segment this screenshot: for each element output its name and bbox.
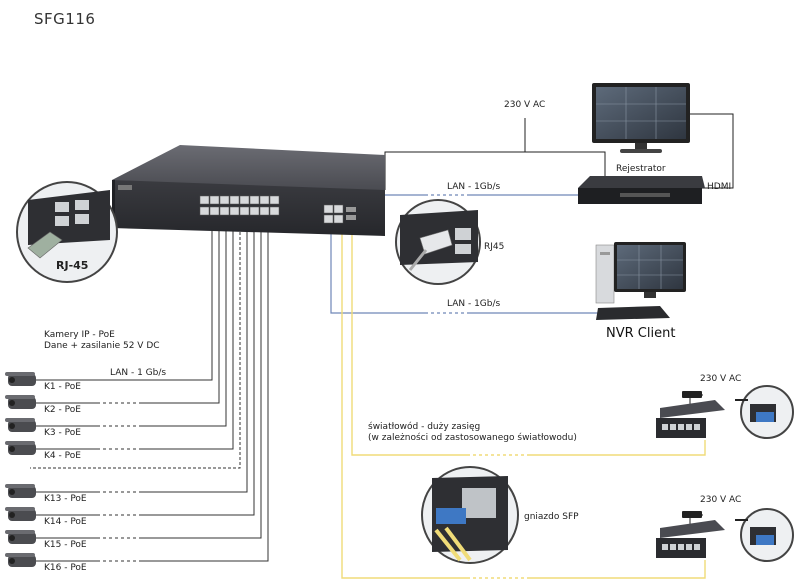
- fiber-cable-2: [341, 222, 706, 579]
- rj45-small-label: RJ45: [484, 242, 505, 252]
- camera-icon: [5, 418, 36, 432]
- fiber-label-1: światłowód - duży zasięg: [368, 422, 481, 432]
- camera-icon: [5, 553, 36, 567]
- camera-icon: [5, 484, 36, 498]
- camera-label: K15 - PoE: [44, 540, 87, 550]
- fiber-cable-1: [351, 222, 706, 456]
- lan-client-label: LAN - 1Gb/s: [447, 299, 501, 309]
- ac-switch2-label: 230 V AC: [700, 495, 742, 505]
- small-switch-1: [656, 385, 794, 439]
- rj45-zoom-small: [395, 199, 481, 285]
- lan-top-label: LAN - 1Gb/s: [447, 182, 501, 192]
- fiber-label-2: (w zależności od zastosowanego światłowo…: [368, 433, 577, 443]
- cameras-title: Kamery IP - PoE: [44, 330, 115, 340]
- camera-icon: [5, 441, 36, 455]
- main-switch: [112, 145, 385, 236]
- rj45-big-label: RJ-45: [56, 259, 89, 272]
- lan-cable-client: [330, 222, 600, 314]
- cameras-subtitle: Dane + zasilanie 52 V DC: [44, 341, 160, 351]
- camera-label: K2 - PoE: [44, 405, 81, 415]
- rj45-zoom: [16, 181, 118, 283]
- camera-label: K1 - PoE: [44, 382, 81, 392]
- camera-label: K3 - PoE: [44, 428, 81, 438]
- camera-label: K16 - PoE: [44, 563, 87, 573]
- camera-label: K4 - PoE: [44, 451, 81, 461]
- hdmi-cable: [690, 113, 734, 189]
- camera-icon: [5, 395, 36, 409]
- camera-label: K14 - PoE: [44, 517, 87, 527]
- camera-icon: [5, 507, 36, 521]
- nvr-client-pc: [595, 242, 686, 320]
- cable-layer: [30, 113, 734, 579]
- camera-icons: [5, 372, 36, 567]
- camera-icon: [5, 530, 36, 544]
- recorder-device: [578, 176, 705, 204]
- brand-logo-icon: [118, 185, 132, 190]
- page-title: SFG116: [34, 10, 96, 28]
- recorder-label: Rejestrator: [616, 164, 666, 174]
- small-switch-2: [656, 508, 794, 562]
- ac-switch1-label: 230 V AC: [700, 374, 742, 384]
- nvr-client-label: NVR Client: [606, 326, 676, 341]
- lan-cam-label: LAN - 1 Gb/s: [110, 368, 167, 378]
- camera-label: K13 - PoE: [44, 494, 87, 504]
- ac-top-label: 230 V AC: [504, 100, 546, 110]
- hdmi-label: HDMI: [707, 182, 732, 192]
- sfp-zoom: [421, 466, 519, 564]
- sfp-socket-label: gniazdo SFP: [524, 512, 579, 522]
- main-switch-ports: [199, 195, 280, 216]
- recorder-monitor: [592, 83, 690, 153]
- camera-icon: [5, 372, 36, 386]
